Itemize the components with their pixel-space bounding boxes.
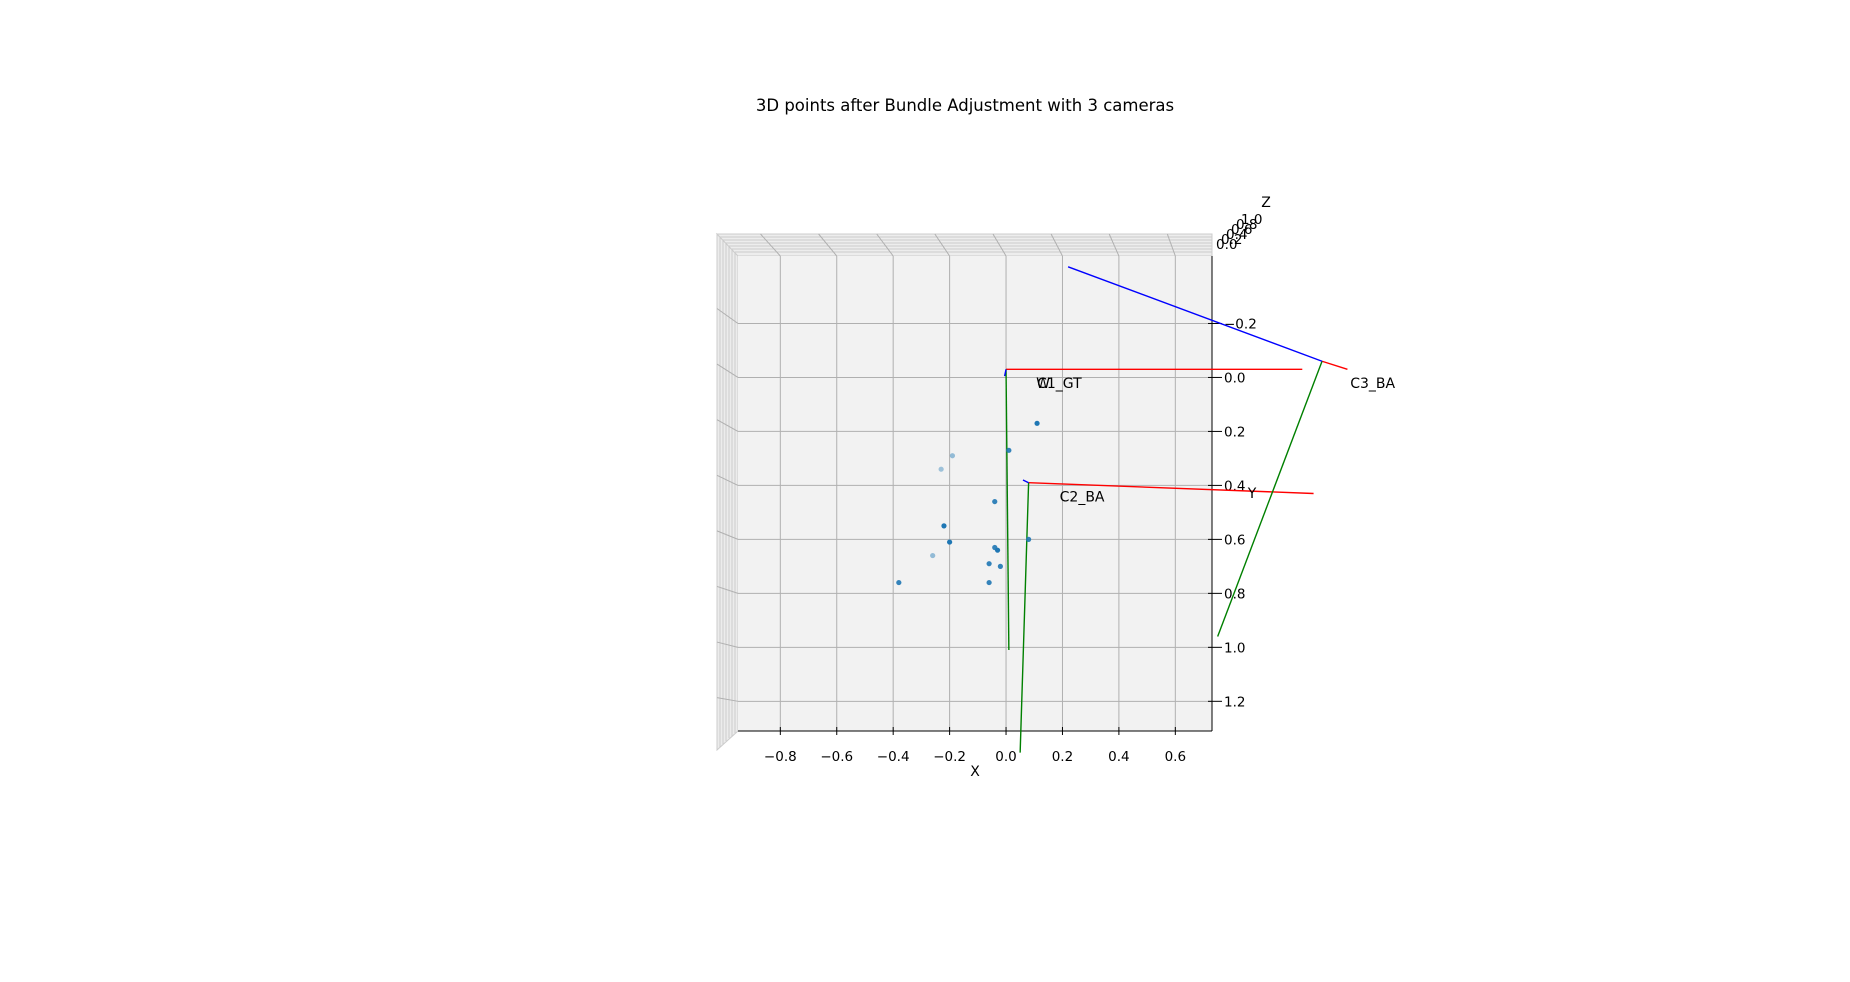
data-point bbox=[930, 552, 936, 559]
x-axis-label: X bbox=[970, 764, 980, 780]
z-axis-label: Z bbox=[1261, 195, 1271, 211]
grid-line-y-left bbox=[716, 308, 739, 324]
x-tick-label: 0.4 bbox=[1108, 749, 1129, 765]
grid-line-x-top bbox=[818, 233, 838, 257]
pane-rails bbox=[719, 236, 1212, 747]
camera-y-axis bbox=[1005, 369, 1010, 651]
data-point bbox=[938, 466, 944, 472]
data-point bbox=[986, 561, 992, 567]
data-point bbox=[997, 563, 1003, 569]
x-tick-label: −0.2 bbox=[933, 749, 966, 765]
data-point bbox=[941, 523, 947, 529]
grid-line-y-left bbox=[716, 585, 739, 594]
data-point bbox=[1026, 536, 1032, 542]
camera-z-axis bbox=[1067, 266, 1323, 362]
data-point bbox=[986, 579, 992, 586]
y-tick-label: 0.6 bbox=[1224, 532, 1245, 548]
grid-line-y-left bbox=[716, 419, 739, 432]
grid-line-x-top bbox=[760, 233, 781, 257]
z-tick-label: 0.0 bbox=[1216, 237, 1237, 253]
x-tick-label: 0.2 bbox=[1052, 749, 1073, 765]
back-panes bbox=[715, 232, 1213, 752]
camera-c2-ba: C2_BA bbox=[1019, 479, 1314, 753]
grid-line-x-top bbox=[876, 233, 894, 257]
z-tick-label: 0.2 bbox=[1221, 232, 1242, 248]
camera-label: C2_BA bbox=[1060, 490, 1105, 506]
x-tick-label: −0.4 bbox=[877, 749, 910, 765]
data-point bbox=[1034, 420, 1040, 426]
y-tick-label: 0.8 bbox=[1224, 586, 1245, 602]
x-tick-label: 0.0 bbox=[995, 749, 1016, 765]
camera-frames: C1_GT C2_BA C3_BA W bbox=[1003, 266, 1396, 753]
grid-line-x-top bbox=[1050, 233, 1063, 257]
camera-y-axis bbox=[1019, 482, 1030, 753]
grid-line-y-left bbox=[716, 530, 739, 540]
camera-x-axis bbox=[1321, 360, 1348, 371]
y-tick-label: 1.2 bbox=[1224, 694, 1245, 710]
chart-title: 3D points after Bundle Adjustment with 3… bbox=[756, 96, 1174, 115]
world-frame-label: W bbox=[1036, 376, 1050, 392]
camera-z-axis bbox=[1003, 369, 1007, 377]
data-point bbox=[1006, 447, 1012, 453]
grid-lines bbox=[716, 233, 1212, 731]
point-cloud bbox=[896, 420, 1040, 586]
grid-line-x-top bbox=[1108, 233, 1120, 257]
z-tick-label: 0.6 bbox=[1231, 222, 1252, 238]
data-point bbox=[949, 453, 956, 459]
z-tick-labels: 0.00.20.40.60.81.0 bbox=[1216, 212, 1262, 253]
camera-y-axis bbox=[1216, 361, 1323, 637]
grid-line-x-top bbox=[1166, 233, 1176, 257]
camera-label: C1_GT bbox=[1037, 376, 1082, 392]
y-tick-label: −0.2 bbox=[1224, 316, 1257, 332]
grid-line-y-left bbox=[716, 641, 739, 648]
z-tick-label: 0.4 bbox=[1226, 227, 1247, 243]
data-point bbox=[896, 579, 902, 586]
z-tick-label: 0.8 bbox=[1236, 217, 1257, 233]
camera-c1-gt: C1_GT bbox=[1003, 368, 1303, 651]
data-point bbox=[992, 498, 998, 505]
y-tick-label: 1.0 bbox=[1224, 640, 1245, 656]
camera-z-axis bbox=[1022, 479, 1029, 484]
x-tick-label: 0.6 bbox=[1165, 749, 1186, 765]
x-tick-label: −0.8 bbox=[764, 749, 797, 765]
y-axis-label: Y bbox=[1247, 486, 1257, 502]
axes: −0.8 −0.6 −0.4 −0.2 0.0 0.2 0.4 0.6 −0.2 0.0 0.2 0.… bbox=[738, 256, 1257, 765]
grid-line-y-left bbox=[716, 363, 739, 378]
y-tick-label: 0.4 bbox=[1224, 478, 1245, 494]
camera-x-axis bbox=[1028, 482, 1314, 495]
y-tick-label: 0.0 bbox=[1224, 370, 1245, 386]
x-tick-label: −0.6 bbox=[820, 749, 853, 765]
grid-line-y-left bbox=[716, 474, 739, 486]
y-tick-label: 0.2 bbox=[1224, 424, 1245, 440]
plot-pane bbox=[738, 256, 1212, 731]
camera-c3-ba: C3_BA bbox=[1067, 266, 1396, 637]
camera-label: C3_BA bbox=[1350, 376, 1395, 392]
z-tick-label: 1.0 bbox=[1241, 212, 1262, 228]
data-point bbox=[994, 547, 1001, 553]
grid-line-x-top bbox=[992, 233, 1007, 257]
data-point bbox=[947, 539, 953, 545]
grid-line-x-top bbox=[934, 233, 951, 257]
grid-line-y-left bbox=[716, 697, 739, 702]
